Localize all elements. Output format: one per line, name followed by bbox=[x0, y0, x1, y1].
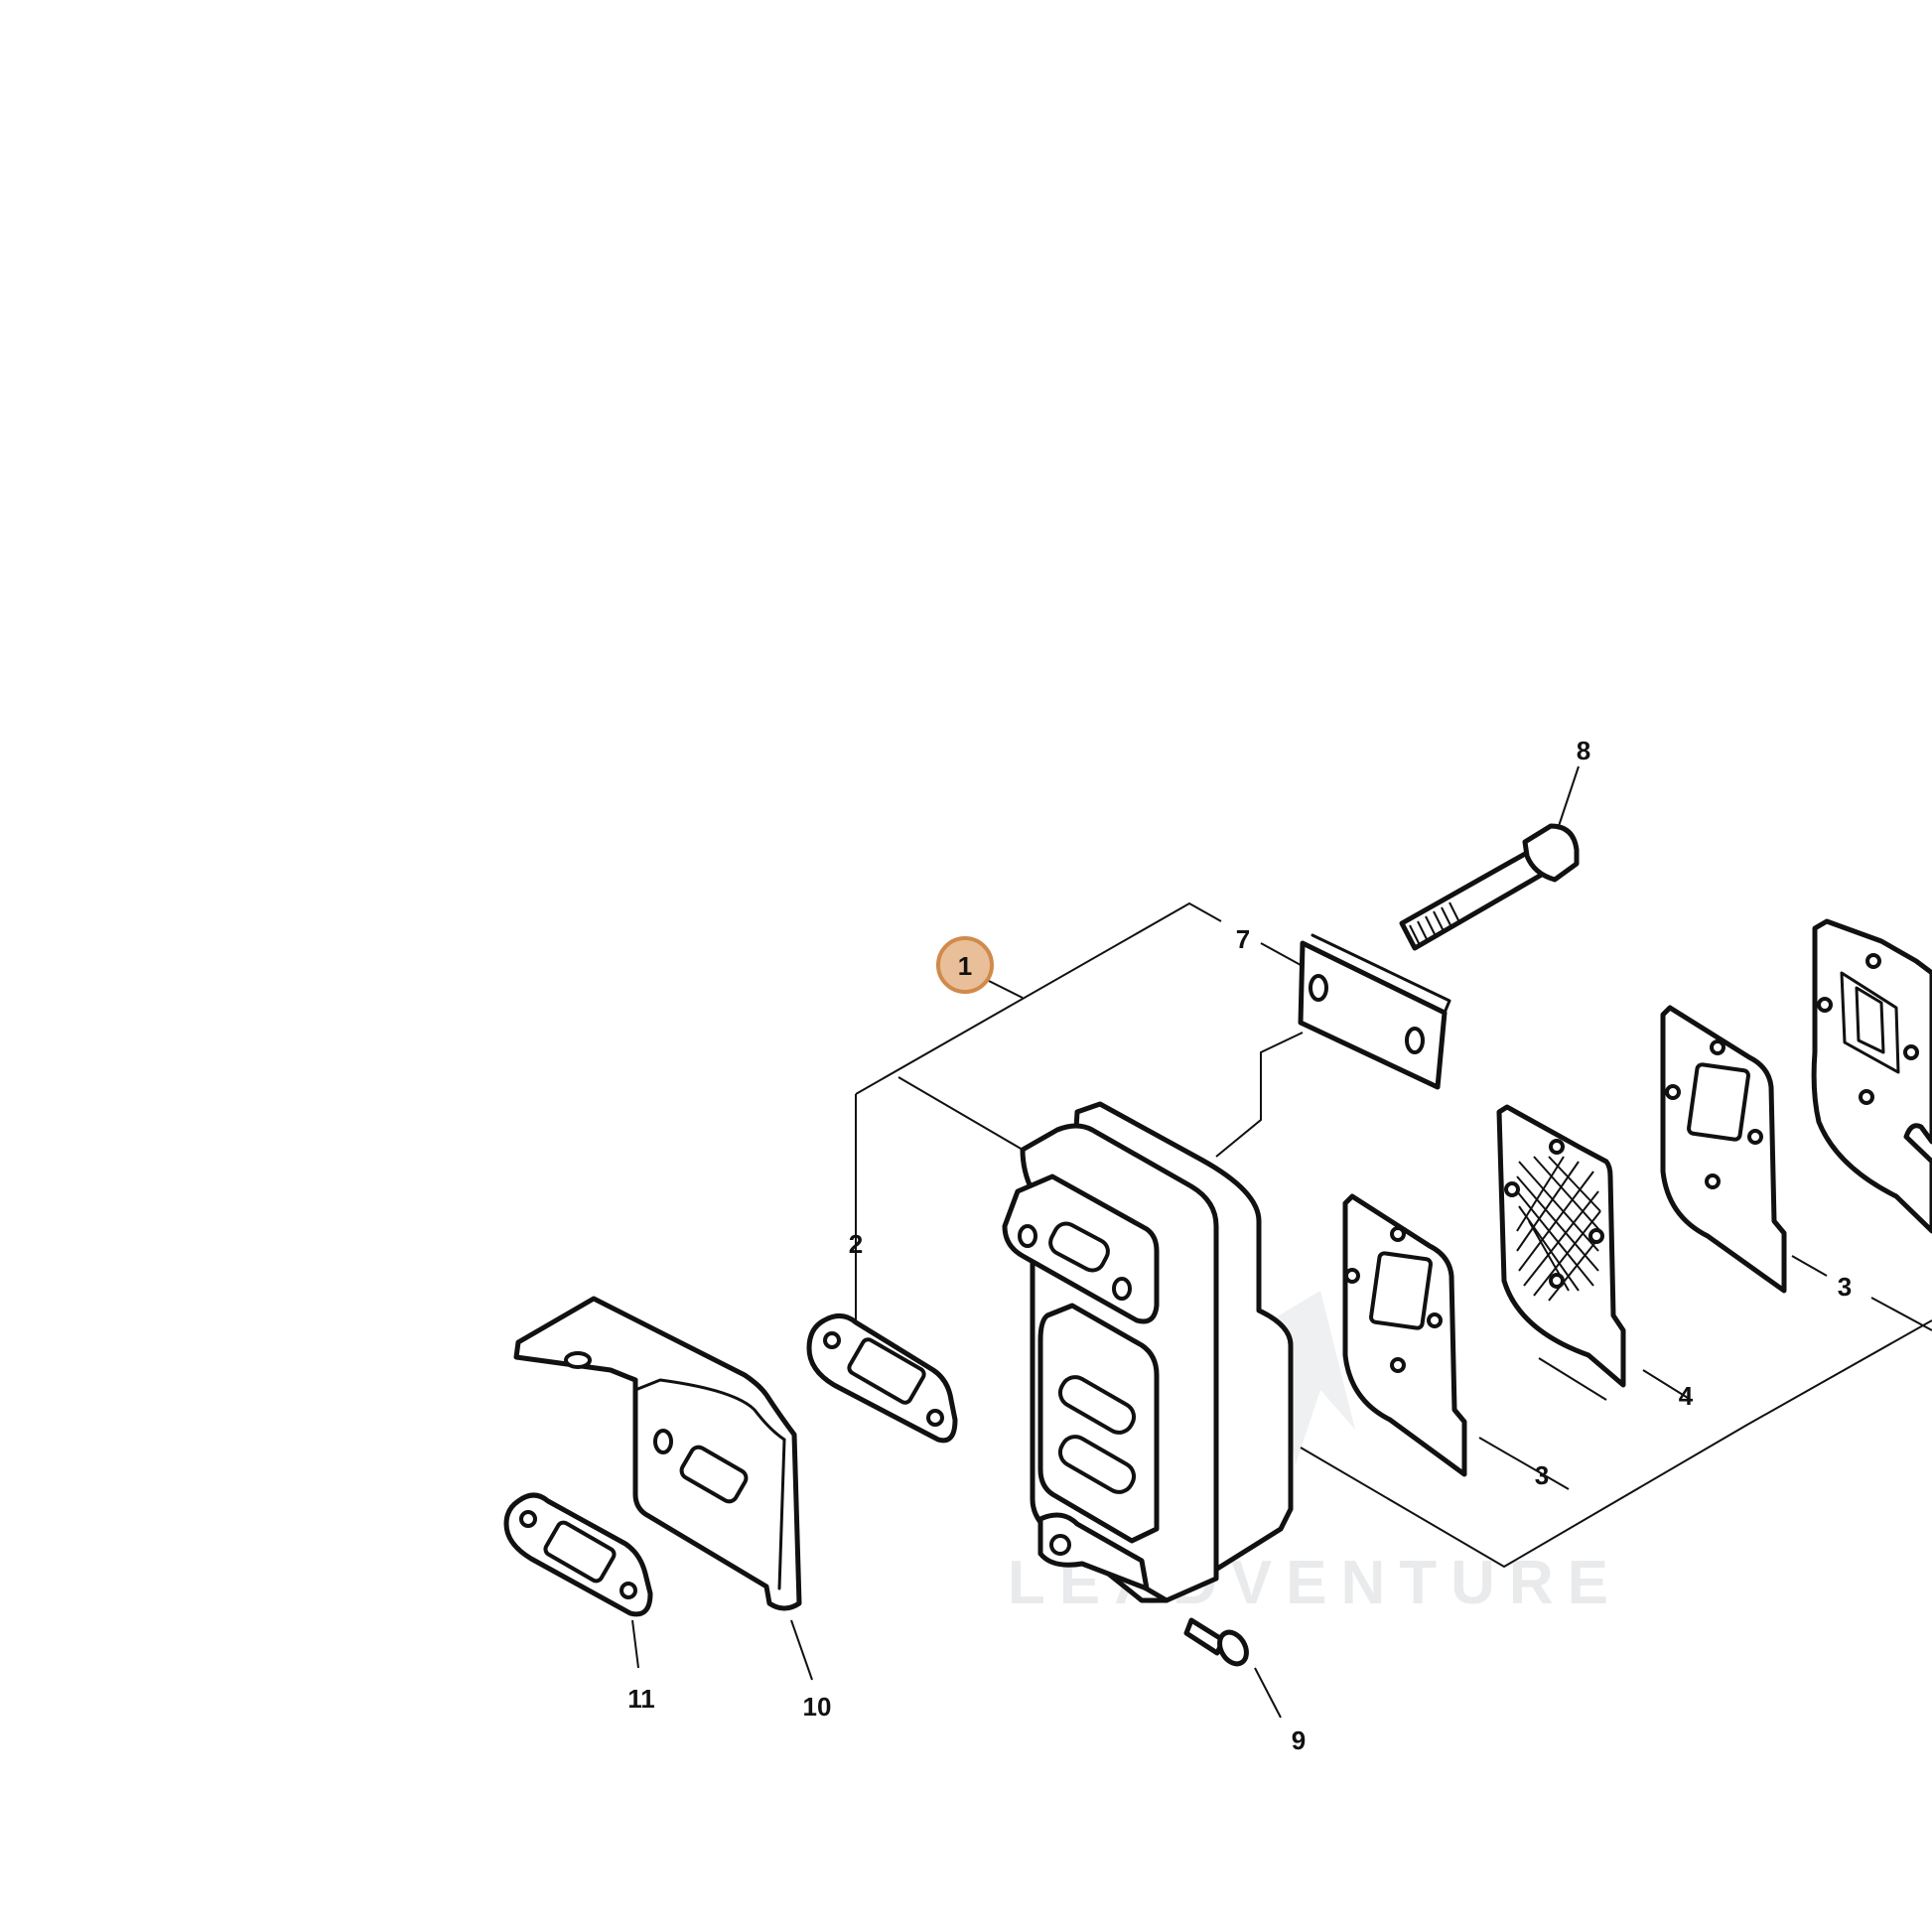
flange-hole-2 bbox=[1817, 997, 1833, 1013]
screw-part-9[interactable] bbox=[1183, 1617, 1252, 1669]
screen-part-4[interactable] bbox=[1496, 1104, 1626, 1388]
gasket-part-3-first[interactable] bbox=[1342, 1193, 1467, 1477]
muffler-outlet-slot bbox=[1048, 1221, 1110, 1273]
bracket-part-10[interactable] bbox=[513, 1296, 802, 1611]
gasket-3b-hole-3 bbox=[1747, 1129, 1763, 1145]
gasket-3a-hole-3 bbox=[1427, 1312, 1443, 1328]
screen-mesh bbox=[1516, 1156, 1601, 1302]
callout-11-label[interactable]: 11 bbox=[627, 1684, 655, 1714]
gasket-11-hole-right bbox=[620, 1582, 637, 1599]
muffler-hole-upper bbox=[1018, 1224, 1037, 1248]
callout-8-label[interactable]: 8 bbox=[1577, 736, 1590, 765]
gasket-2-port bbox=[847, 1337, 926, 1405]
gasket-part-2[interactable] bbox=[806, 1313, 958, 1444]
gasket-2-hole-right bbox=[926, 1409, 944, 1427]
plate-hole-left bbox=[1309, 974, 1328, 1002]
bolt-thread bbox=[1409, 901, 1460, 946]
gasket-3b-port bbox=[1687, 1062, 1750, 1142]
muffler-part-1[interactable] bbox=[1002, 1101, 1294, 1603]
callout-2-label[interactable]: 2 bbox=[849, 1229, 863, 1259]
callout-9-label[interactable]: 9 bbox=[1292, 1725, 1306, 1755]
callout-10-label[interactable]: 10 bbox=[803, 1692, 832, 1722]
bracket-top-hole bbox=[564, 1351, 592, 1369]
gasket-11-port bbox=[543, 1520, 617, 1584]
gasket-part-3-second[interactable] bbox=[1660, 1005, 1787, 1294]
bolt-part-8[interactable] bbox=[1399, 823, 1580, 951]
gasket-3a-port bbox=[1369, 1251, 1433, 1330]
gasket-3b-hole-2 bbox=[1665, 1084, 1681, 1100]
callout-7-label[interactable]: 7 bbox=[1236, 924, 1250, 954]
bracket-hole-left bbox=[653, 1429, 673, 1454]
plate-hole-right bbox=[1405, 1027, 1425, 1054]
flange-hole-1 bbox=[1865, 953, 1881, 969]
callout-3-label-first[interactable]: 3 bbox=[1535, 1460, 1549, 1490]
gasket-3b-hole-4 bbox=[1705, 1173, 1721, 1189]
callout-1-label: 1 bbox=[958, 951, 972, 981]
gasket-2-hole-left bbox=[823, 1331, 841, 1349]
muffler-hole-lower bbox=[1112, 1277, 1132, 1301]
screen-hole-4 bbox=[1549, 1273, 1565, 1289]
flange-hole-3 bbox=[1903, 1044, 1919, 1060]
gasket-part-11[interactable] bbox=[503, 1492, 653, 1617]
gasket-3b-hole-1 bbox=[1710, 1039, 1725, 1055]
bracket-port bbox=[679, 1445, 749, 1504]
plate-part-7[interactable] bbox=[1298, 933, 1451, 1090]
gasket-11-hole-left bbox=[519, 1510, 537, 1528]
muffler-vent-2 bbox=[1057, 1435, 1137, 1494]
assembly-bracket-lines bbox=[631, 765, 1932, 1719]
gasket-3a-hole-1 bbox=[1390, 1226, 1406, 1242]
muffler-vent-1 bbox=[1057, 1375, 1137, 1435]
muffler-mount-hole bbox=[1049, 1534, 1071, 1556]
cylinder-flange-partial[interactable] bbox=[1811, 918, 1932, 1234]
screen-hole-3 bbox=[1588, 1228, 1604, 1244]
callout-3-label-second[interactable]: 3 bbox=[1838, 1272, 1852, 1302]
callout-1[interactable]: 1 bbox=[936, 936, 994, 994]
screen-hole-1 bbox=[1549, 1139, 1565, 1155]
gasket-3a-hole-2 bbox=[1344, 1268, 1360, 1284]
gasket-3a-hole-4 bbox=[1390, 1357, 1406, 1373]
flange-hole-4 bbox=[1859, 1089, 1874, 1105]
callout-4-label[interactable]: 4 bbox=[1679, 1381, 1694, 1411]
screen-hole-2 bbox=[1504, 1181, 1520, 1197]
